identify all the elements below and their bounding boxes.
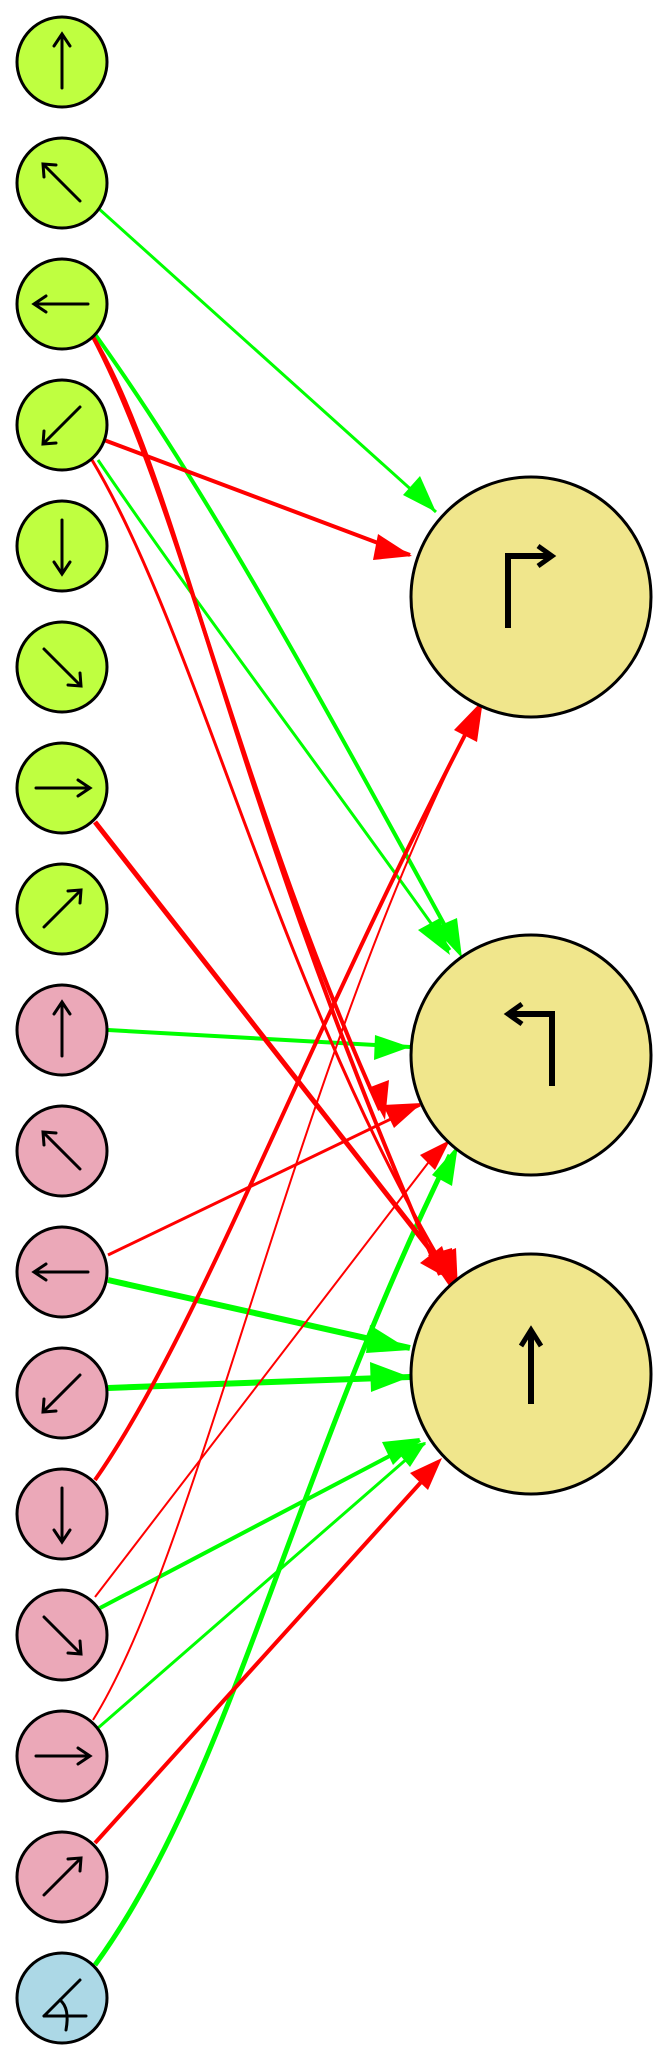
arrow-up-right-icon [42, 888, 83, 929]
arrow-up-icon [52, 31, 72, 90]
edge-g-downleft-to-turn-right [103, 438, 411, 557]
arrow-down-right-icon [42, 647, 83, 688]
arrowhead-red [420, 1246, 454, 1282]
edge-p-right-to-forward [97, 1441, 426, 1730]
arrowhead-green [403, 476, 436, 512]
arrowhead-green [418, 918, 450, 955]
arrow-left-icon [31, 1262, 90, 1282]
arrowhead-red [420, 1140, 450, 1170]
arrow-down-right-icon [42, 1615, 83, 1656]
edge-g-left-to-turn-left [90, 328, 452, 936]
arrowhead-red [373, 534, 412, 560]
edge-p-upright-to-forward [93, 1468, 434, 1845]
edge-p-up-to-turn-left [107, 1028, 411, 1049]
node-o-turn-left [409, 933, 653, 1177]
edge-p-left-to-turn-left [107, 1103, 421, 1257]
edge-p-down-to-turn-right [93, 709, 480, 1482]
arrowhead-green [432, 1145, 458, 1186]
forward-icon [518, 1325, 544, 1404]
edge-p-downright-to-forward [99, 1438, 421, 1610]
turn-right-icon [505, 543, 557, 628]
arrowhead-green [394, 1442, 426, 1467]
edge-p-left-to-forward [107, 1277, 411, 1351]
arrow-up-left-icon [41, 1130, 82, 1171]
turn-left-icon [503, 1001, 555, 1086]
arrowhead-green [374, 1035, 410, 1060]
arrow-down-left-icon [41, 405, 82, 446]
edge-g-downleft-to-turn-left [96, 459, 452, 951]
arrowhead-green [366, 1325, 410, 1353]
edge-b-angle-to-turn-left [92, 1153, 453, 1967]
edge-p-downright-to-turn-left [94, 1149, 439, 1598]
arrow-left-icon [31, 294, 90, 314]
arrowhead-red [410, 1458, 442, 1490]
arrow-down-icon [52, 1486, 72, 1545]
input-icons [31, 31, 93, 2032]
node-o-turn-right [409, 475, 653, 719]
arrow-down-left-icon [41, 1373, 82, 1414]
edge-g-left-to-turn-left [90, 334, 382, 1111]
edge-g-downleft-to-forward [90, 459, 457, 1286]
edge-p-right-to-turn-right [92, 709, 479, 1721]
arrowhead-red [368, 1080, 389, 1120]
input-nodes [15, 15, 109, 2045]
arrow-right-icon [34, 1746, 93, 1766]
arrow-down-icon [52, 518, 72, 577]
arrowhead-red [454, 700, 483, 742]
arrow-up-right-icon [42, 1856, 83, 1897]
angle-icon [42, 1978, 88, 2032]
arrow-up-left-icon [41, 162, 82, 203]
arrowhead-green [370, 1362, 410, 1392]
arrowhead-red [383, 1103, 422, 1128]
edge-g-right-to-forward [93, 820, 452, 1277]
edges [90, 206, 483, 1967]
arrow-up-icon [52, 999, 72, 1058]
output-icons [503, 543, 557, 1404]
edge-g-upleft-to-turn-right [96, 206, 438, 514]
arrow-right-icon [34, 778, 93, 798]
